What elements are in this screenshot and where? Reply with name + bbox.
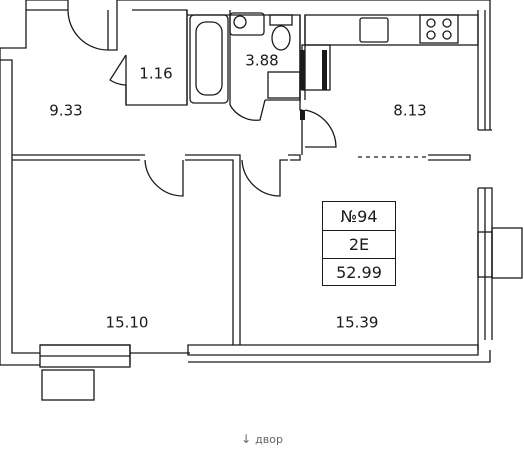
- utility-block-3: [300, 110, 305, 120]
- room-area-kitchen: 8.13: [393, 101, 427, 120]
- partition-kitchen-bottom: [428, 154, 471, 161]
- bathtub: [189, 14, 229, 104]
- door-closet: [109, 54, 127, 86]
- room-area-bedroom-left: 15.10: [105, 313, 149, 332]
- balcony-bottom-left: [41, 369, 95, 401]
- outer-wall-bottom: [40, 344, 491, 365]
- door-bath: [229, 99, 266, 121]
- room-area-hall: 9.33: [49, 101, 83, 120]
- utility-block-1: [300, 50, 305, 90]
- utility-block-2: [322, 50, 327, 90]
- door-kitchen: [304, 109, 337, 148]
- sink: [229, 12, 265, 36]
- arrow-down-icon: ↓: [241, 432, 252, 446]
- door-top-left: [67, 0, 118, 51]
- door-bedroom-right: [241, 159, 288, 197]
- kitchen-counter: [304, 14, 479, 46]
- stove: [419, 14, 459, 44]
- apartment-total-area: 52.99: [323, 258, 395, 286]
- room-area-bedroom-right: 15.39: [335, 313, 379, 332]
- outer-wall-left: [0, 0, 40, 366]
- partition-bath: [186, 10, 301, 105]
- orientation-text: двор: [255, 433, 283, 446]
- laundry: [267, 71, 301, 99]
- room-area-bathroom: 3.88: [245, 51, 279, 70]
- apartment-type: 2Е: [323, 230, 395, 258]
- door-bedroom-left: [144, 159, 184, 197]
- room-area-closet: 1.16: [139, 64, 173, 83]
- balcony-right: [491, 227, 523, 279]
- orientation-label: ↓двор: [0, 432, 524, 446]
- apartment-number: №94: [340, 206, 378, 226]
- sink-kitchen: [359, 17, 389, 43]
- toilet: [269, 14, 293, 26]
- outer-wall-top: [26, 0, 68, 11]
- apartment-info-box: №94 2Е 52.99: [322, 201, 396, 286]
- partition-horizontal: [12, 154, 301, 345]
